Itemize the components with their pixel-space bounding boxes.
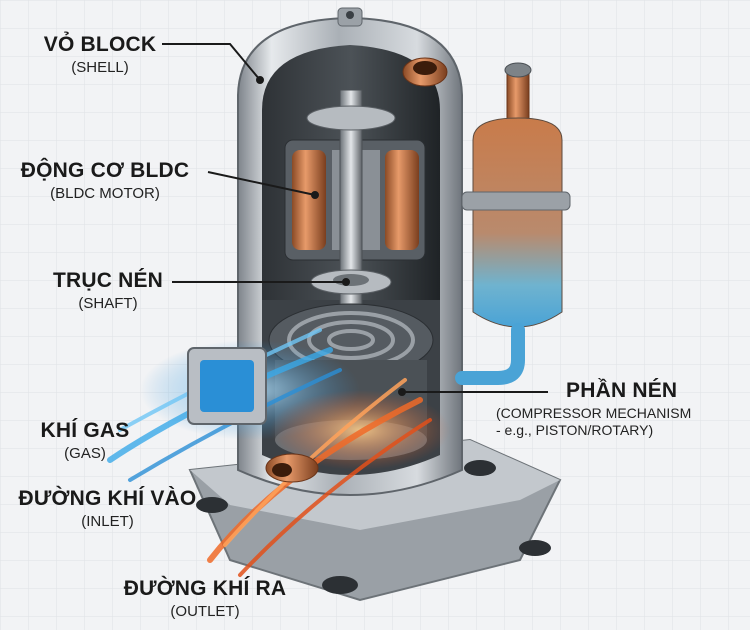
gas-label: KHÍ GAS (GAS): [25, 420, 145, 461]
mechanism-label: PHẦN NÉN (COMPRESSOR MECHANISM - e.g., P…: [496, 379, 747, 437]
gas-label-sub: (GAS): [64, 445, 106, 462]
shell-label: VỎ BLOCK (SHELL): [35, 34, 165, 75]
inlet-label-main: ĐƯỜNG KHÍ VÀO: [18, 487, 197, 510]
mechanism-label-main: PHẦN NÉN: [566, 379, 678, 402]
motor-label-main: ĐỘNG CƠ BLDC: [20, 159, 190, 182]
shell-label-sub: (SHELL): [71, 59, 129, 76]
outlet-label-sub: (OUTLET): [170, 603, 240, 620]
mounting-foot: [322, 576, 358, 594]
mechanism-label-sub: (COMPRESSOR MECHANISM: [496, 405, 692, 421]
mechanism-label-sub2: - e.g., PISTON/ROTARY): [496, 422, 654, 438]
outlet-label-main: ĐƯỜNG KHÍ RA: [123, 577, 287, 600]
shaft-label-sub: (SHAFT): [78, 295, 138, 312]
motor-label-sub: (BLDC MOTOR): [50, 185, 160, 202]
inlet-port: [187, 347, 267, 425]
leader-lines: [162, 43, 548, 396]
mounting-foot: [519, 540, 551, 556]
accumulator: [455, 62, 571, 385]
inlet-label-sub: (INLET): [81, 513, 134, 530]
copper-winding: [385, 150, 419, 250]
gas-label-main: KHÍ GAS: [40, 419, 130, 442]
copper-winding: [292, 150, 326, 250]
motor-label: ĐỘNG CƠ BLDC (BLDC MOTOR): [5, 160, 205, 201]
mounting-foot: [464, 460, 496, 476]
leader-shell: [162, 43, 261, 81]
accumulator-clamp: [461, 191, 571, 211]
suction-line: [455, 323, 525, 385]
outlet-pipe: [265, 453, 319, 483]
shaft-label-main: TRỤC NÉN: [52, 269, 164, 292]
shell-label-main: VỎ BLOCK: [43, 33, 157, 56]
discharge-fitting: [402, 57, 448, 87]
leader-motor: [207, 171, 316, 196]
inlet-label: ĐƯỜNG KHÍ VÀO (INLET): [5, 488, 210, 529]
mounting-foot: [196, 497, 228, 513]
outlet-label: ĐƯỜNG KHÍ RA (OUTLET): [110, 578, 300, 619]
shaft-label: TRỤC NÉN (SHAFT): [38, 270, 178, 311]
